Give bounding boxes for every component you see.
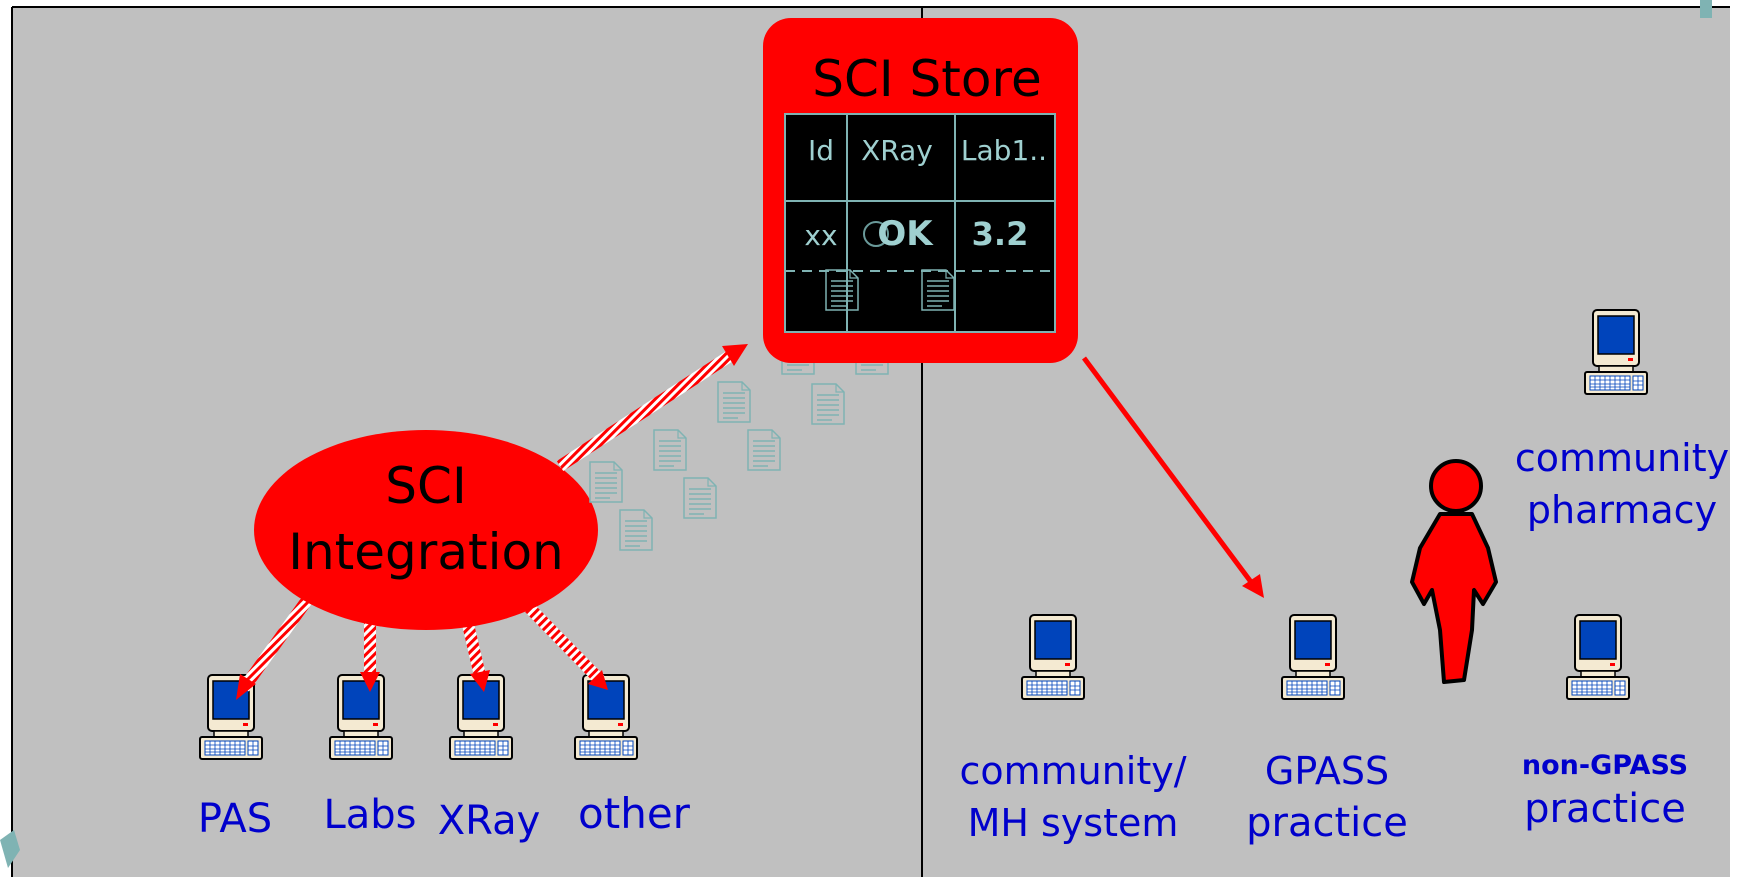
computer-gpass bbox=[1281, 614, 1345, 700]
source-label-xray: XRay bbox=[438, 798, 541, 844]
table-header-xray: XRay bbox=[861, 134, 933, 167]
table-header-id: Id bbox=[808, 134, 834, 167]
corner-decoration bbox=[1688, 0, 1712, 18]
store-to-gpass-arrow bbox=[1081, 356, 1257, 588]
integration-to-store-arrow bbox=[556, 346, 740, 472]
pharmacy-label-line1: community bbox=[1515, 436, 1729, 480]
source-computer-pas bbox=[199, 674, 263, 760]
gpass-label-line1: GPASS bbox=[1265, 749, 1389, 793]
source-label-labs: Labs bbox=[323, 792, 416, 838]
table-cell-id: xx bbox=[804, 219, 837, 252]
table-cell-marker bbox=[863, 221, 889, 247]
store-title: SCI Store bbox=[812, 50, 1041, 108]
non-gpass-label-line2: practice bbox=[1524, 786, 1686, 832]
computer-non-gpass bbox=[1566, 614, 1630, 700]
sci-integration-node bbox=[254, 430, 598, 630]
integration-to-store-arrowhead bbox=[722, 344, 748, 366]
non-gpass-label-line1: non-GPASS bbox=[1522, 750, 1688, 781]
store-table bbox=[784, 113, 1056, 333]
corner-decoration bbox=[0, 830, 20, 868]
source-label-pas: PAS bbox=[198, 796, 272, 842]
pharmacy-label-line2: pharmacy bbox=[1527, 488, 1717, 532]
source-computer-labs bbox=[329, 674, 393, 760]
person-icon bbox=[1410, 459, 1498, 684]
computer-pharmacy bbox=[1584, 309, 1648, 395]
table-cell-lab: 3.2 bbox=[972, 215, 1029, 253]
community-label-line1: community/ bbox=[959, 749, 1186, 793]
store-to-gpass-arrowhead bbox=[1242, 574, 1264, 598]
table-header-lab: Lab1.. bbox=[961, 134, 1047, 167]
gpass-label-line2: practice bbox=[1246, 800, 1408, 846]
integration-label-line1: SCI bbox=[385, 457, 466, 515]
community-label-line2: MH system bbox=[968, 801, 1179, 845]
computer-community-mh bbox=[1021, 614, 1085, 700]
table-cell-xray: OK bbox=[877, 214, 934, 254]
sci-store-node: SCI Store Id XRay Lab1.. xx OK 3.2 bbox=[763, 18, 1078, 363]
integration-label-line2: Integration bbox=[288, 523, 564, 581]
source-label-other: other bbox=[578, 789, 691, 838]
